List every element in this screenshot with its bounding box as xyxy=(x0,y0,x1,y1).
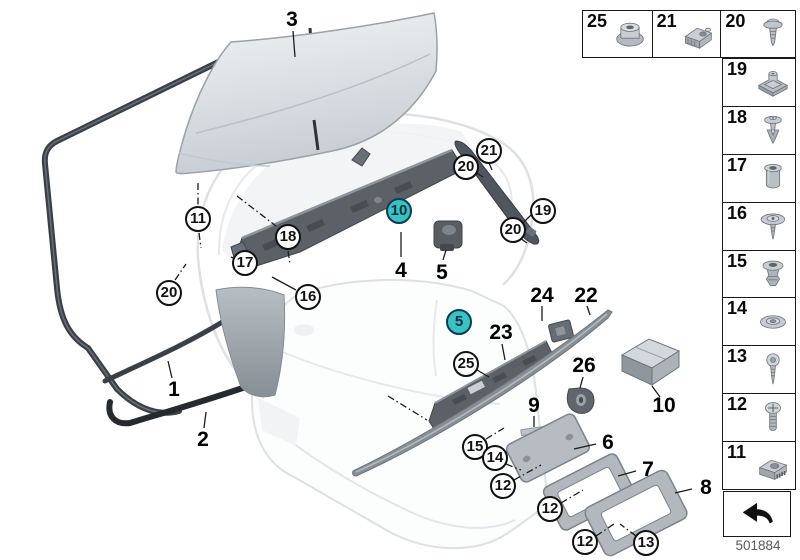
corner-trim-art xyxy=(215,286,286,398)
legend-column: 19 18 17 16 15 14 13 12 11 xyxy=(722,58,796,490)
part-label-7: 7 xyxy=(642,458,654,481)
legend-number: 14 xyxy=(727,298,748,319)
legend-box-16: 16 xyxy=(723,202,795,251)
legend-number: 20 xyxy=(725,11,746,31)
phillips-screw-icon xyxy=(765,401,781,431)
expanding-grommet-icon xyxy=(762,260,784,287)
legend-number: 15 xyxy=(727,250,748,271)
seal-strip-1 xyxy=(102,318,227,384)
seal-strip-2 xyxy=(106,379,263,427)
legend-top-row: 25 21 20 xyxy=(582,10,796,58)
legend-number: 25 xyxy=(587,11,608,31)
torx-screw-icon xyxy=(766,353,780,385)
legend-box-20: 20 xyxy=(721,11,796,57)
legend-box-11: 11 xyxy=(723,442,795,490)
callout-11[interactable]: 11 xyxy=(185,206,211,232)
part-label-8: 8 xyxy=(700,476,712,499)
callout-20[interactable]: 20 xyxy=(453,154,479,180)
chrome-strip-art xyxy=(352,309,613,477)
callout-12[interactable]: 12 xyxy=(572,529,598,555)
callout-14[interactable]: 14 xyxy=(482,445,508,471)
grommet-26-art xyxy=(566,387,595,414)
callout-20[interactable]: 20 xyxy=(156,280,182,306)
washer-hose-art xyxy=(312,119,320,151)
legend-number: 11 xyxy=(727,442,747,463)
part-label-3: 3 xyxy=(286,8,298,31)
legend-box-14: 14 xyxy=(723,298,795,347)
callout-25[interactable]: 25 xyxy=(453,351,479,377)
clamp-nut-icon xyxy=(758,459,788,480)
square-clip-nut-icon xyxy=(757,71,789,98)
callout-21[interactable]: 21 xyxy=(476,138,502,164)
spoiler-art xyxy=(175,12,438,175)
legend-box-21: 21 xyxy=(652,11,722,57)
camera-art xyxy=(433,220,463,251)
doc-number: 501884 xyxy=(735,538,781,553)
callout-16[interactable]: 16 xyxy=(295,284,321,310)
part-label-5: 5 xyxy=(436,261,448,284)
sleeve-grommet-icon xyxy=(764,164,782,189)
legend-number: 21 xyxy=(656,11,677,31)
callout-19[interactable]: 19 xyxy=(530,198,556,224)
legend-box-13: 13 xyxy=(723,346,795,395)
callout-12[interactable]: 12 xyxy=(537,496,563,522)
legend-number: 13 xyxy=(727,346,748,367)
part-label-9: 9 xyxy=(528,394,540,417)
callout-5[interactable]: 5 xyxy=(446,309,472,335)
legend-number: 17 xyxy=(727,154,748,175)
return-arrow-icon xyxy=(742,502,773,524)
clamp-clip-icon xyxy=(684,27,713,49)
screw-with-washer-icon xyxy=(763,18,783,47)
leader-lines xyxy=(167,30,693,537)
part-label-4: 4 xyxy=(395,259,407,282)
part-label-2: 2 xyxy=(197,428,209,451)
legend-arrow-box[interactable] xyxy=(723,491,791,537)
legend-box-25: 25 xyxy=(583,11,653,57)
part-label-26: 26 xyxy=(572,354,596,377)
callout-10[interactable]: 10 xyxy=(386,198,412,224)
part-label-24: 24 xyxy=(530,284,554,307)
callout-12[interactable]: 12 xyxy=(490,473,516,499)
legend-box-17: 17 xyxy=(723,154,795,203)
callout-18[interactable]: 18 xyxy=(275,224,301,250)
expanding-rivet-icon xyxy=(764,116,782,145)
part-label-23: 23 xyxy=(489,321,513,344)
bracket-art xyxy=(548,319,574,343)
part-label-1: 1 xyxy=(168,378,180,401)
callout-15[interactable]: 15 xyxy=(462,434,488,460)
legend-box-19: 19 xyxy=(723,59,795,107)
legend-box-12: 12 xyxy=(723,394,795,443)
legend-number: 16 xyxy=(727,202,748,223)
washer-icon xyxy=(760,315,786,329)
callout-17[interactable]: 17 xyxy=(232,250,258,276)
part-label-22: 22 xyxy=(574,284,598,307)
plate-6-art xyxy=(505,413,591,483)
part-label-6: 6 xyxy=(602,431,614,454)
legend-number: 12 xyxy=(727,394,748,415)
legend-number: 18 xyxy=(727,106,748,127)
callout-20[interactable]: 20 xyxy=(500,217,526,243)
callout-13[interactable]: 13 xyxy=(633,530,659,556)
part-label-10: 10 xyxy=(652,394,676,417)
legend-box-18: 18 xyxy=(723,106,795,155)
repair-kit-box-art xyxy=(620,338,681,386)
legend-box-15: 15 xyxy=(723,250,795,299)
flange-nut-icon xyxy=(615,22,644,47)
legend-number: 19 xyxy=(727,59,748,79)
washer-screw-icon xyxy=(760,213,786,240)
